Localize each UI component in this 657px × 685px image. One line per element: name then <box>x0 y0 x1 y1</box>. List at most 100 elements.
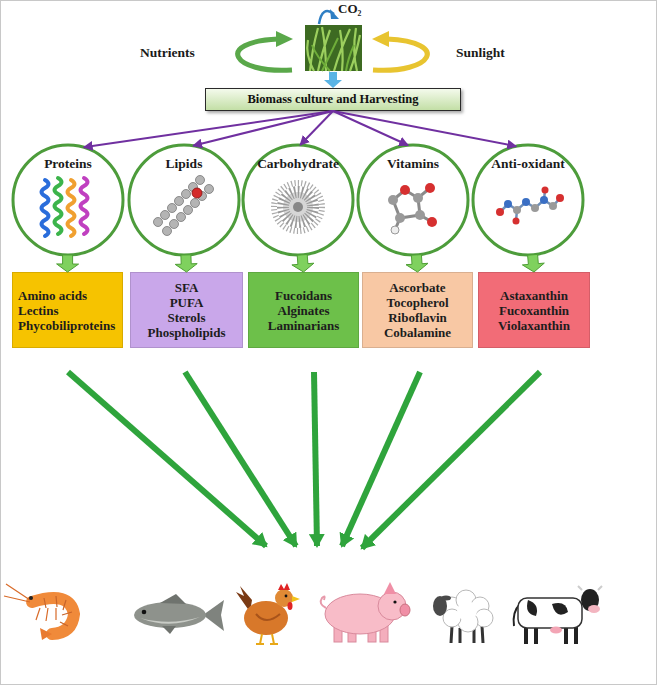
text-group: AstaxanthinFucoxanthinViolaxanthin <box>484 288 584 333</box>
atom <box>415 210 425 220</box>
pig-icon <box>321 582 410 642</box>
compound-box: AstaxanthinFucoxanthinViolaxanthin <box>478 272 590 348</box>
atom <box>542 187 549 194</box>
cow-spot <box>552 603 568 615</box>
compound-name: Tocopherol <box>368 295 467 310</box>
lipid-marker <box>192 188 202 198</box>
category-circle: Anti-oxidant <box>471 143 585 257</box>
flow-arrow <box>333 111 408 145</box>
lipid-head <box>191 199 200 208</box>
glycogen-core <box>283 192 313 222</box>
feed-arrow <box>68 372 266 546</box>
block-arrow <box>522 254 544 272</box>
text-group: Lipids <box>127 143 241 172</box>
input-label: Nutrients <box>140 45 195 61</box>
shrimp-body <box>32 598 74 634</box>
atom <box>388 195 398 205</box>
block-arrow <box>175 255 197 272</box>
shrimp-segments <box>44 596 72 626</box>
shrimp-tail <box>40 628 52 640</box>
lipid-head <box>161 211 170 220</box>
helix <box>68 180 75 236</box>
compound-name: Alginates <box>254 303 353 318</box>
atom <box>400 185 410 195</box>
block-arrow <box>292 255 314 273</box>
category-circle: Proteins <box>11 143 125 257</box>
atom <box>425 183 435 193</box>
shrimp-icon <box>4 584 74 640</box>
chicken-beak <box>292 596 300 602</box>
category-title: Carbohydrate <box>241 156 355 172</box>
fish-tail <box>203 600 224 631</box>
compound-name: Cobalamine <box>368 325 467 340</box>
text-group: Vitamins <box>356 143 470 172</box>
input-label: CO₂ <box>338 1 361 17</box>
chicken-wing <box>256 614 280 620</box>
cow-body <box>518 598 582 628</box>
flow-arrow <box>84 111 333 147</box>
helix <box>42 180 49 236</box>
atom <box>531 204 539 212</box>
seaweed-photo <box>305 25 362 71</box>
compound-name: Fucoidans <box>254 288 353 303</box>
fish-eye <box>142 610 147 615</box>
cow-spot <box>527 600 537 616</box>
co2-arrow-head <box>330 9 339 19</box>
compound-name: Ascorbate <box>368 280 467 295</box>
atom <box>395 213 405 223</box>
pig-ear <box>384 582 396 594</box>
category-title: Proteins <box>11 156 125 172</box>
block-arrow <box>406 255 428 272</box>
text-group: Carbohydrate <box>241 143 355 172</box>
lipid-head <box>182 190 191 199</box>
compound-box: Amino acidsLectinsPhycobiliproteins <box>12 272 123 348</box>
process-label: Biomass culture and Harvesting <box>248 92 419 107</box>
lipid-head <box>175 197 184 206</box>
compound-box: AscorbateTocopherolRiboflavinCobalamine <box>362 272 473 348</box>
text-group: AscorbateTocopherolRiboflavinCobalamine <box>368 280 467 340</box>
fish-belly <box>140 617 200 624</box>
chicken-legs <box>256 634 278 644</box>
fish-fin <box>162 626 176 634</box>
pig-eye <box>393 600 396 603</box>
compound-name: Violaxanthin <box>484 318 584 333</box>
compound-box: SFAPUFASterolsPhospholipids <box>130 272 243 348</box>
compound-name: Amino acids <box>18 288 117 303</box>
flow-arrow <box>193 111 333 146</box>
compound-box: FucoidansAlginatesLaminarians <box>248 272 359 348</box>
nutrients-arrow <box>238 39 292 70</box>
lipid-head <box>168 204 177 213</box>
helix <box>55 178 62 234</box>
fish-icon <box>134 594 224 634</box>
input-label: Sunlight <box>456 45 505 61</box>
cow-muzzle <box>588 605 600 613</box>
vitamin-illustration <box>388 183 437 234</box>
category-circle: Lipids <box>127 143 241 257</box>
fish-body <box>134 602 206 628</box>
chicken-wattle <box>288 602 293 610</box>
shrimp-legs <box>4 584 56 621</box>
feed-arrow <box>342 372 420 546</box>
lipid-head <box>170 220 179 229</box>
compound-name: Laminarians <box>254 318 353 333</box>
compound-name: Sterols <box>136 310 237 325</box>
photo-background <box>305 25 362 71</box>
category-title: Vitamins <box>356 156 470 172</box>
atom <box>549 202 557 210</box>
block-arrow <box>57 255 79 272</box>
harvest-arrow <box>324 72 342 88</box>
glycogen-center <box>293 202 303 212</box>
text-group: Anti-oxidant <box>471 143 585 172</box>
lipid-head <box>163 227 172 236</box>
lipid-head <box>154 218 163 227</box>
chicken-icon <box>236 583 300 644</box>
text-group: SFAPUFASterolsPhospholipids <box>136 280 237 340</box>
flow-arrow <box>333 111 516 146</box>
atom <box>513 206 521 214</box>
cow-udder <box>550 627 562 634</box>
lipid-illustration <box>154 176 214 236</box>
atom <box>522 198 530 206</box>
atom <box>391 226 399 234</box>
